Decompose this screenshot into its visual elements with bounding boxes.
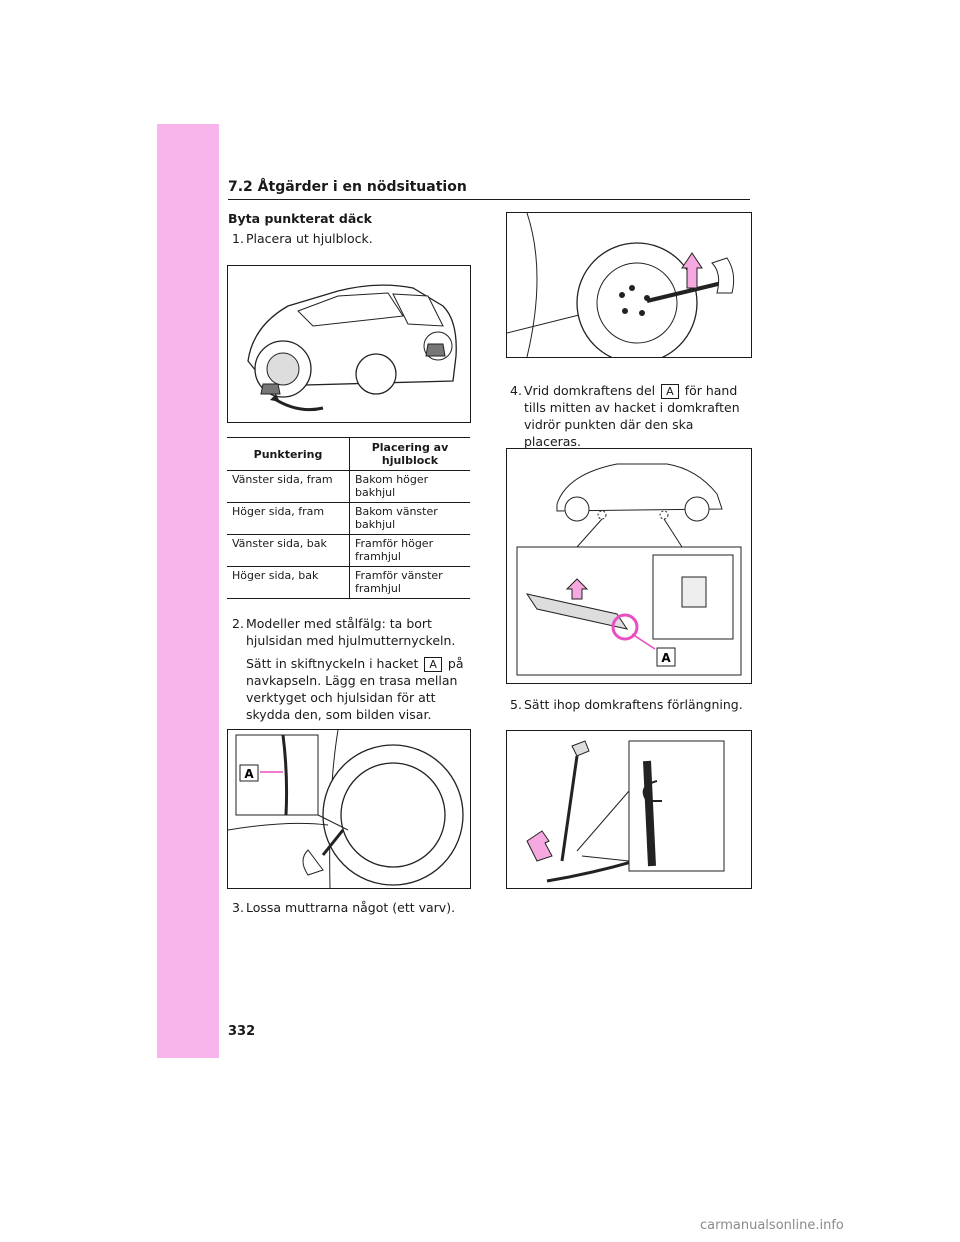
procedure-heading: Byta punkterat däck bbox=[228, 211, 372, 226]
step-number: 2. bbox=[232, 616, 244, 631]
figure-jack-placement: A bbox=[506, 448, 752, 684]
step-text: Lossa muttrarna något (ett varv). bbox=[246, 900, 456, 915]
table-cell: Bakom höger bakhjul bbox=[349, 470, 470, 503]
step-number: 1. bbox=[232, 231, 244, 246]
step-text-part: på navkapseln. Lägg en trasa mellan verk… bbox=[246, 656, 464, 722]
table-cell: Vänster sida, bak bbox=[227, 534, 350, 567]
table-header-cell: Punktering bbox=[227, 437, 350, 471]
step-1: 1. Placera ut hjulblock. bbox=[232, 230, 470, 247]
table-row: Vänster sida, bak Framför höger framhjul bbox=[227, 534, 470, 567]
sidebar-tab bbox=[157, 124, 219, 1058]
table-cell: Höger sida, bak bbox=[227, 566, 350, 599]
table-row: Höger sida, bak Framför vänster framhjul bbox=[227, 566, 470, 599]
table-cell: Vänster sida, fram bbox=[227, 470, 350, 503]
table-header-row: Punktering Placering av hjulblock bbox=[227, 437, 470, 471]
step-text-part: Sätt in skiftnyckeln i hacket bbox=[246, 656, 419, 671]
table-cell: Framför höger framhjul bbox=[349, 534, 470, 567]
table-row: Vänster sida, fram Bakom höger bakhjul bbox=[227, 470, 470, 503]
step-number: 4. bbox=[510, 383, 522, 398]
label-a-box: A bbox=[424, 657, 442, 672]
section-title: 7.2 Åtgärder i en nödsituation bbox=[228, 179, 467, 195]
label-a-box: A bbox=[661, 384, 679, 399]
figure-hubcap-removal: A bbox=[227, 729, 471, 889]
figure-loosen-nuts bbox=[506, 212, 752, 358]
figure-label-a: A bbox=[661, 651, 671, 665]
watermark-text: carmanualsonline.info bbox=[700, 1218, 844, 1233]
table-header-cell: Placering av hjulblock bbox=[349, 437, 470, 471]
step-text: Sätt ihop domkraftens förlängning. bbox=[524, 697, 743, 712]
figure-wheel-chock bbox=[227, 265, 471, 423]
table-cell: Bakom vänster bakhjul bbox=[349, 502, 470, 535]
section-rule bbox=[228, 199, 750, 200]
figure-label-a: A bbox=[244, 767, 254, 781]
step-text-part: för hand tills mitten av hacket i domkra… bbox=[524, 383, 740, 449]
step-text: Placera ut hjulblock. bbox=[246, 231, 373, 246]
table-cell: Höger sida, fram bbox=[227, 502, 350, 535]
figure-jack-extension bbox=[506, 730, 752, 889]
table-cell: Framför vänster framhjul bbox=[349, 566, 470, 599]
wheel-chock-table: Punktering Placering av hjulblock Vänste… bbox=[227, 437, 470, 599]
step-5: 5. Sätt ihop domkraftens förlängning. bbox=[510, 696, 752, 713]
page-number: 332 bbox=[228, 1024, 256, 1039]
step-text-part: Vrid domkraftens del bbox=[524, 383, 656, 398]
step-text: Modeller med stålfälg: ta bort hjulsidan… bbox=[246, 616, 456, 648]
step-2: 2. Modeller med stålfälg: ta bort hjulsi… bbox=[232, 615, 472, 723]
step-3: 3. Lossa muttrarna något (ett varv). bbox=[232, 899, 472, 916]
step-number: 3. bbox=[232, 900, 244, 915]
table-row: Höger sida, fram Bakom vänster bakhjul bbox=[227, 502, 470, 535]
step-number: 5. bbox=[510, 697, 522, 712]
